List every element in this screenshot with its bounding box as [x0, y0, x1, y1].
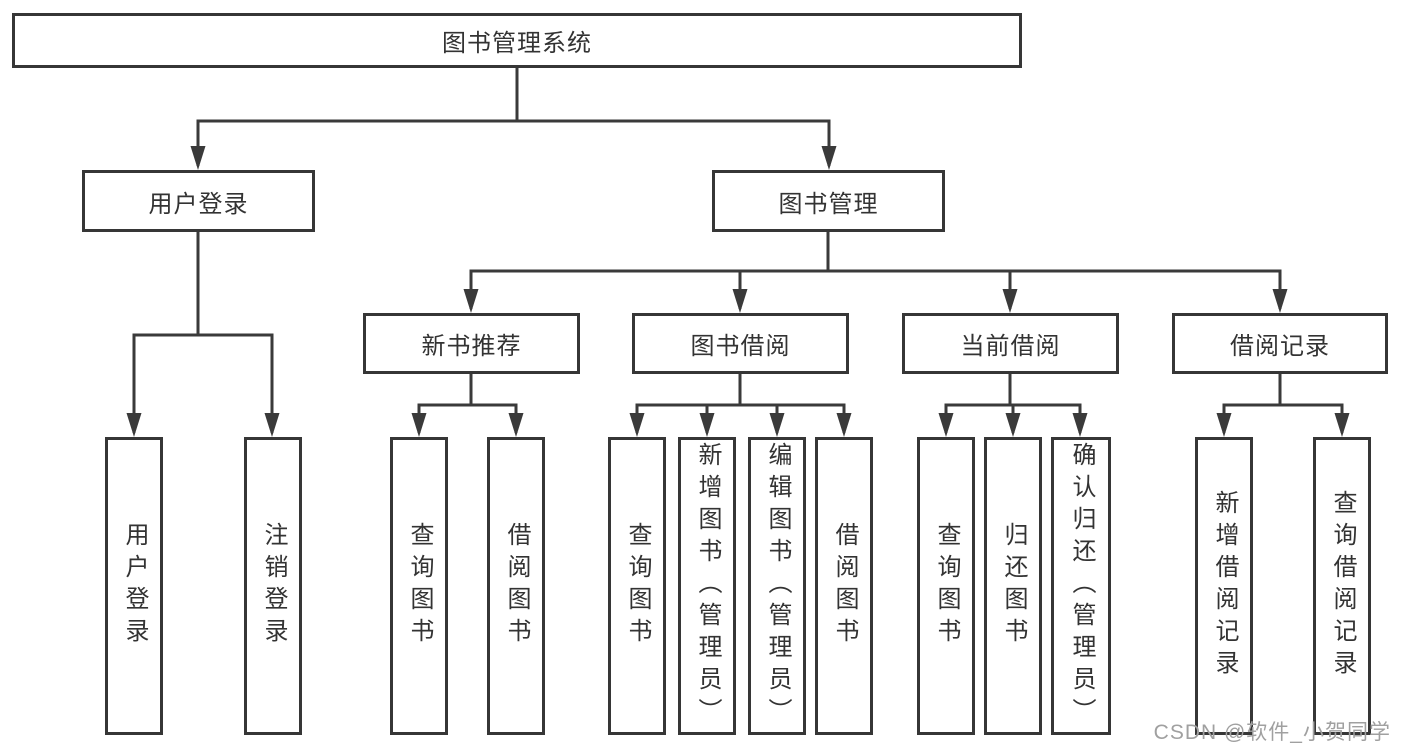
- node-borrowing-records-label: 借阅记录: [1230, 333, 1330, 360]
- leaf-borrow-books-1: 借阅图书: [487, 437, 545, 735]
- leaf-borrow-books-2-label: 借阅图书: [831, 522, 858, 650]
- leaf-query-books-3-label: 查询图书: [933, 522, 960, 650]
- leaf-add-borrowing-record: 新增借阅记录: [1195, 437, 1253, 735]
- leaf-add-book-admin-label: 新增图书（管理员）: [694, 442, 721, 730]
- node-root-label: 图书管理系统: [442, 30, 592, 57]
- leaf-confirm-return-admin: 确认归还（管理员）: [1051, 437, 1111, 735]
- node-borrowing-records: 借阅记录: [1172, 313, 1388, 374]
- node-current-borrowing: 当前借阅: [902, 313, 1119, 374]
- leaf-borrow-books-1-label: 借阅图书: [503, 522, 530, 650]
- leaf-return-books: 归还图书: [984, 437, 1042, 735]
- node-book-management: 图书管理: [712, 170, 945, 232]
- node-new-book-recommendation: 新书推荐: [363, 313, 580, 374]
- node-new-book-recommendation-label: 新书推荐: [421, 333, 522, 360]
- leaf-query-books-3: 查询图书: [917, 437, 975, 735]
- leaf-query-books-1-label: 查询图书: [406, 522, 433, 650]
- leaf-confirm-return-admin-label: 确认归还（管理员）: [1068, 442, 1095, 730]
- node-book-borrowing: 图书借阅: [632, 313, 849, 374]
- node-root: 图书管理系统: [12, 13, 1022, 68]
- leaf-user-login: 用户登录: [105, 437, 163, 735]
- leaf-edit-book-admin: 编辑图书（管理员）: [748, 437, 806, 735]
- leaf-logout-login: 注销登录: [244, 437, 302, 735]
- node-user-login-label: 用户登录: [148, 190, 249, 218]
- leaf-add-borrowing-record-label: 新增借阅记录: [1211, 490, 1238, 682]
- leaf-query-books-2: 查询图书: [608, 437, 666, 735]
- node-book-borrowing-label: 图书借阅: [690, 333, 791, 360]
- leaf-edit-book-admin-label: 编辑图书（管理员）: [764, 442, 791, 730]
- leaf-query-books-1: 查询图书: [390, 437, 448, 735]
- leaf-user-login-label: 用户登录: [121, 522, 148, 650]
- leaf-add-book-admin: 新增图书（管理员）: [678, 437, 736, 735]
- leaf-query-books-2-label: 查询图书: [624, 522, 651, 650]
- leaf-query-borrowing-record-label: 查询借阅记录: [1329, 490, 1356, 682]
- arrowheads: [126, 146, 1350, 437]
- leaf-query-borrowing-record: 查询借阅记录: [1313, 437, 1371, 735]
- node-user-login: 用户登录: [82, 170, 315, 232]
- node-book-management-label: 图书管理: [778, 190, 879, 218]
- node-current-borrowing-label: 当前借阅: [960, 333, 1061, 360]
- leaf-return-books-label: 归还图书: [1000, 522, 1027, 650]
- leaf-borrow-books-2: 借阅图书: [815, 437, 873, 735]
- leaf-logout-login-label: 注销登录: [260, 522, 287, 650]
